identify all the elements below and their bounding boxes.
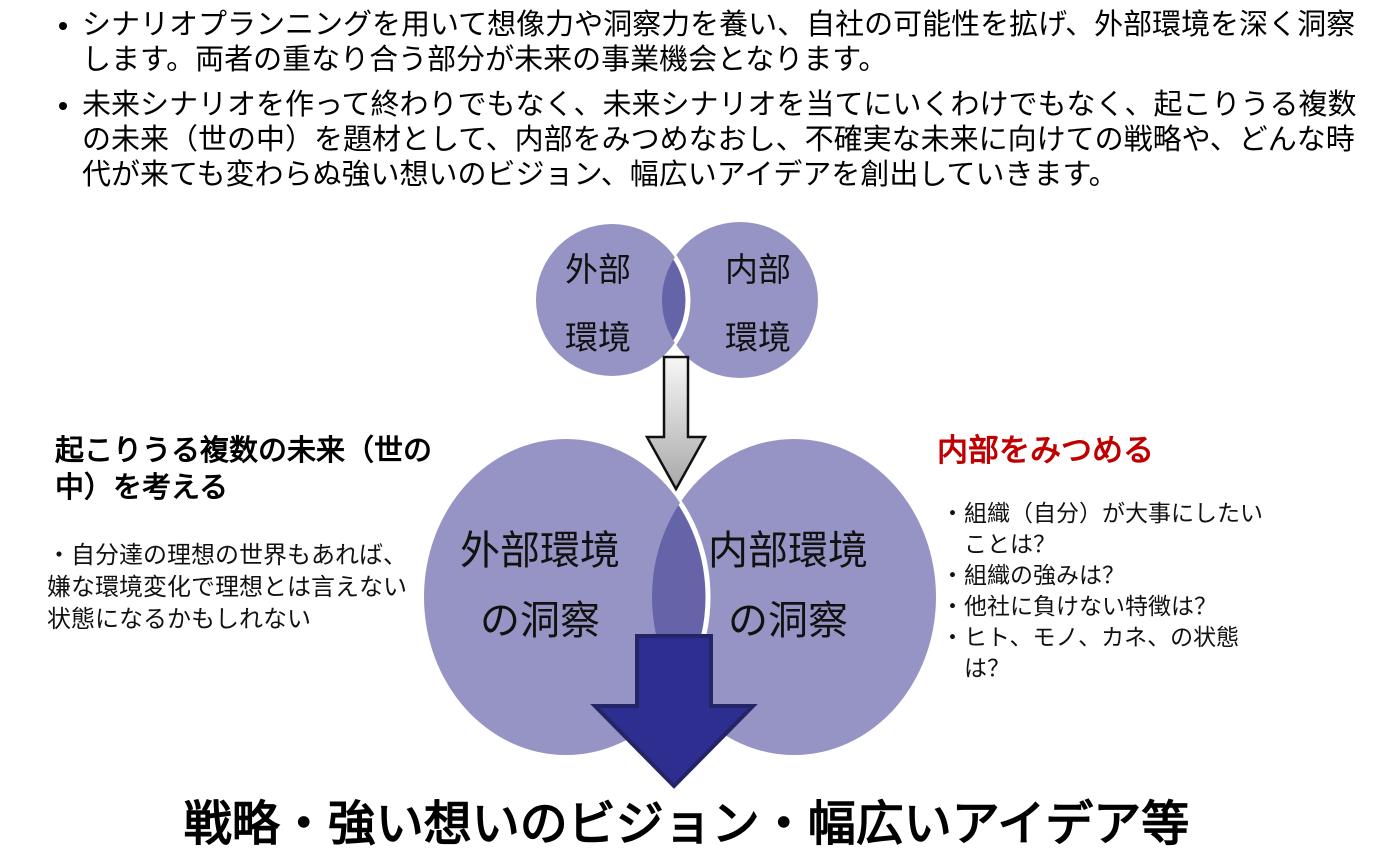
right-note-bullet: ・他社に負けない特徴は？ — [941, 593, 1217, 619]
small-venn-right-label-line1: 内部 — [725, 251, 791, 288]
right-note-bullet: ・組織（自分）が大事にしたいことは？ — [941, 500, 1263, 557]
left-note-body: ・自分達の理想の世界もあれば、嫌な環境変化で理想とは言えない状態になるかもしれな… — [47, 542, 407, 633]
down-arrow-gray-icon — [644, 355, 708, 492]
bottom-title: 戦略・強い想いのビジョン・幅広いアイデア等 — [183, 798, 1190, 851]
large-venn-circle-internal — [652, 439, 936, 755]
right-note-bullets: ・組織（自分）が大事にしたいことは？ ・組織の強みは？ ・他社に負けない特徴は？… — [941, 498, 1279, 684]
large-venn-right-label-line1: 内部環境 — [708, 529, 868, 573]
small-venn: 外部 環境 内部 環境 — [536, 222, 818, 378]
large-venn-left-label-line2: の洞察 — [480, 599, 600, 643]
small-venn-right-label-line2: 環境 — [725, 319, 791, 356]
right-note-heading: 内部をみつめる — [937, 433, 1154, 468]
right-note-bullet: ・組織の強みは？ — [941, 562, 1125, 588]
small-venn-circle-internal — [662, 222, 818, 378]
small-venn-divider-arc — [662, 222, 691, 378]
right-note-bullet: ・ヒト、モノ、カネ、の状態は？ — [941, 624, 1240, 681]
small-venn-circle-external — [536, 224, 688, 376]
down-arrow-dark-icon — [590, 634, 758, 789]
intro-text-block: シナリオプランニングを用いて想像力や洞察力を養い、自社の可能性を拡げ、外部環境を… — [20, 8, 1360, 203]
bullet-item: シナリオプランニングを用いて想像力や洞察力を養い、自社の可能性を拡げ、外部環境を… — [82, 8, 1360, 78]
large-venn-left-label-line1: 外部環境 — [460, 529, 620, 573]
small-venn-left-label-line1: 外部 — [565, 251, 631, 288]
large-venn-divider-arc — [652, 439, 711, 755]
left-note-heading: 起こりうる複数の未来（世の中）を考える — [55, 435, 433, 504]
top-bullets-list: シナリオプランニングを用いて想像力や洞察力を養い、自社の可能性を拡げ、外部環境を… — [20, 8, 1360, 193]
large-venn-right-label-line2: の洞察 — [728, 599, 848, 643]
bullet-item: 未来シナリオを作って終わりでもなく、未来シナリオを当てにいくわけでもなく、起こり… — [82, 88, 1360, 193]
small-venn-left-label-line2: 環境 — [565, 319, 631, 356]
